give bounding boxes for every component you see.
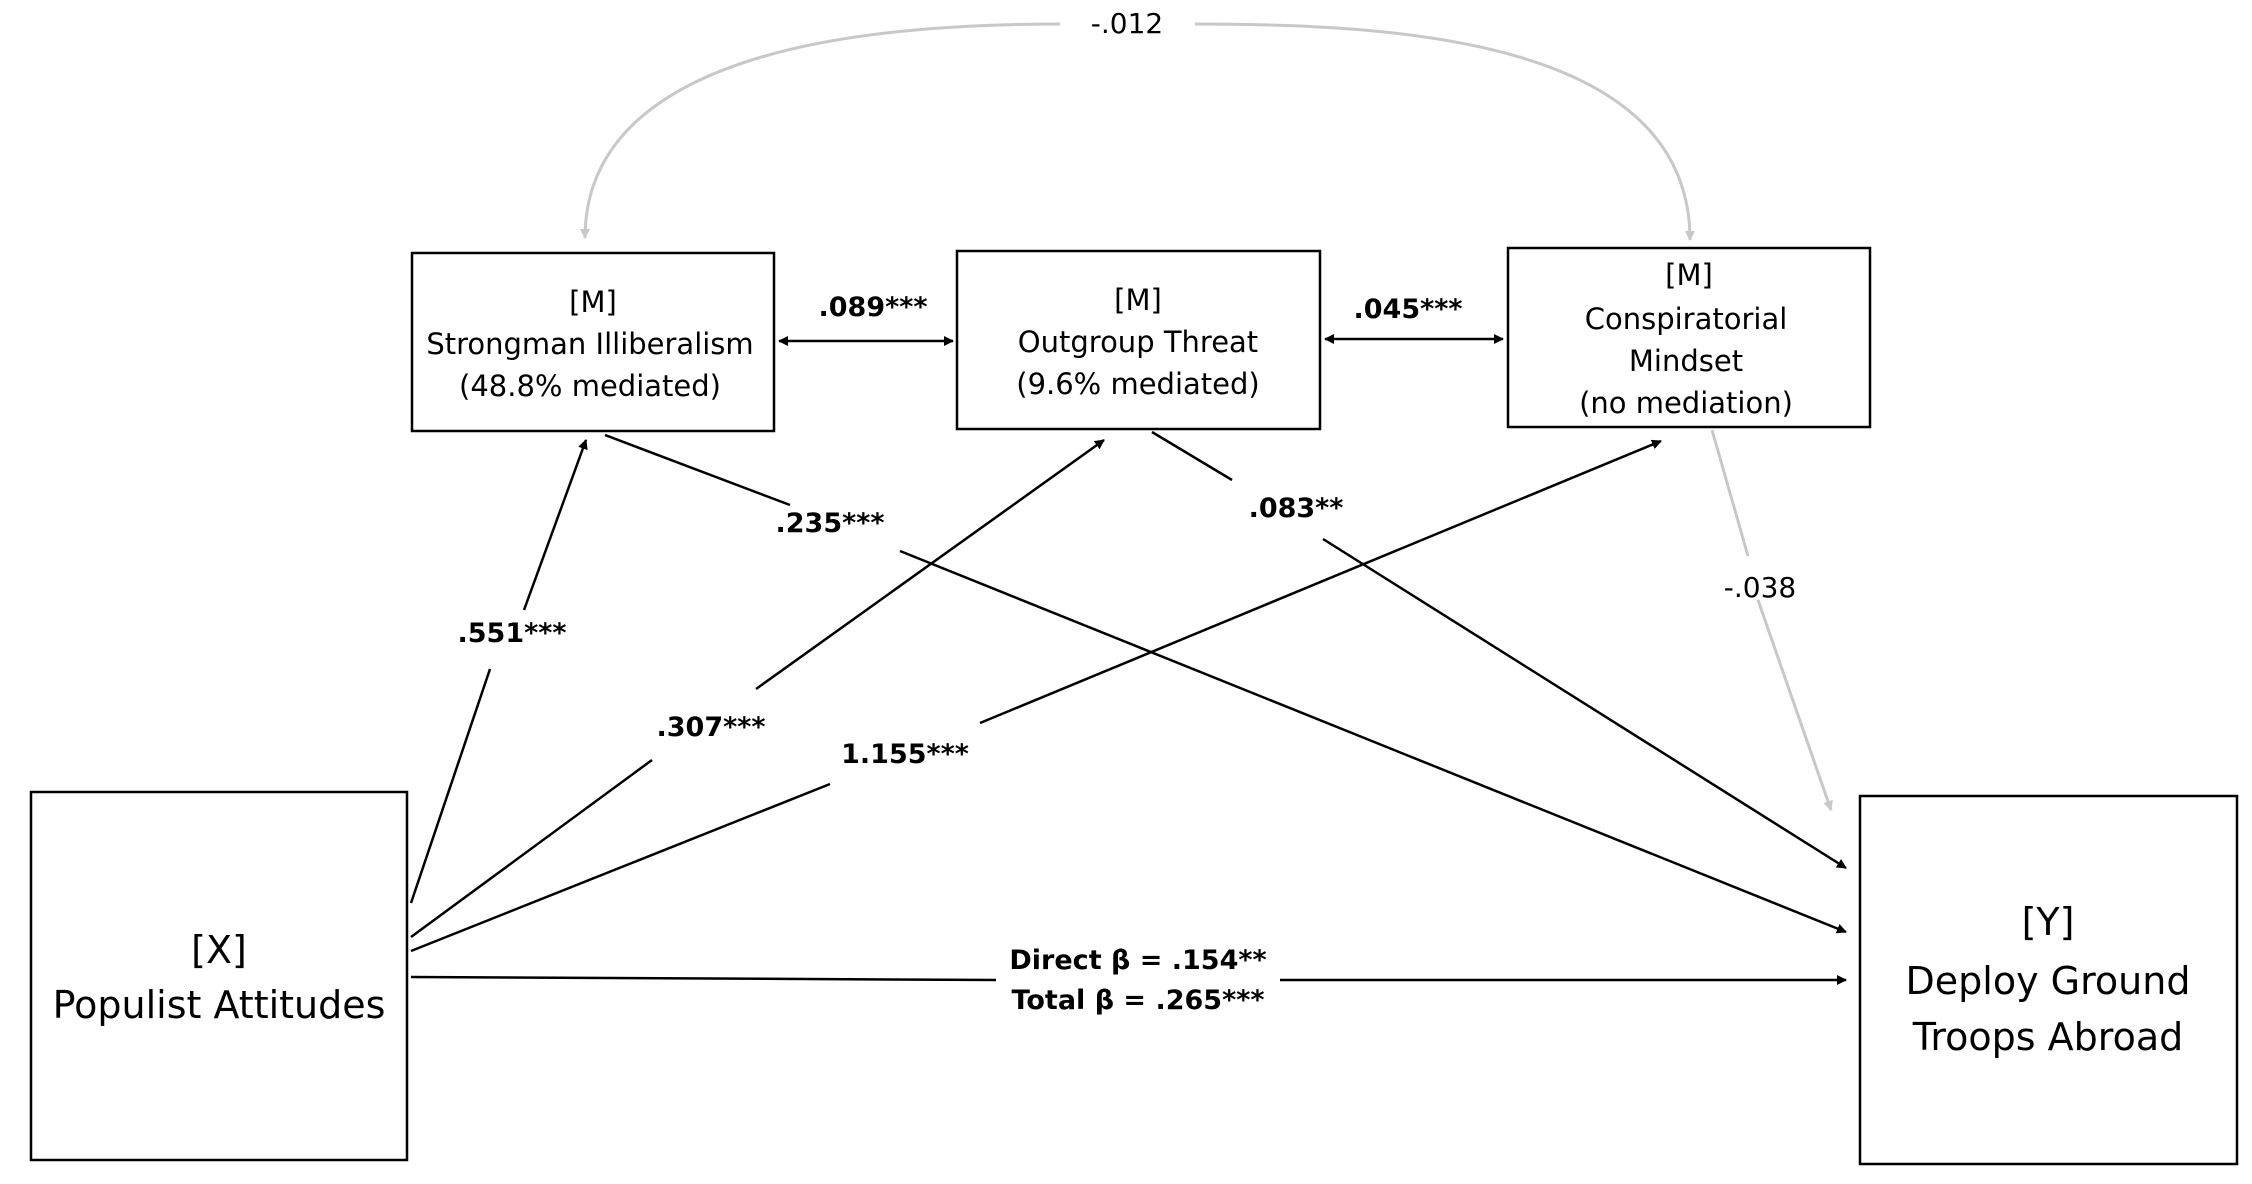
node-m3-label-line2: Mindset — [1629, 344, 1743, 378]
node-x-box — [29, 790, 409, 1162]
path-m1-m2-label: .089*** — [819, 292, 928, 323]
path-x-m3-line-top — [979, 439, 1662, 725]
path-x-m3-label: 1.155*** — [841, 739, 969, 770]
node-m3-note: (no mediation) — [1579, 386, 1793, 420]
node-m1-label: Strongman Illiberalism — [426, 327, 753, 361]
path-m1-y-label: .235*** — [776, 508, 885, 539]
path-x-y-total-label: Total β = .265*** — [1012, 985, 1265, 1016]
node-y-tag: [Y] — [2022, 900, 2075, 944]
path-m2-y-line-bottom — [1322, 537, 1847, 870]
path-m2-y-line-top — [1151, 430, 1233, 482]
path-m1-m3-label: -.012 — [1091, 7, 1163, 40]
path-m1-m3-curve-left — [580, 22, 1061, 239]
path-x-m2-line-top — [755, 438, 1105, 691]
node-m1-tag: [M] — [569, 285, 617, 319]
path-x-m1-line-bottom — [409, 668, 492, 904]
path-m2-y-label: .083** — [1249, 493, 1344, 524]
path-x-m1-label: .551*** — [458, 618, 567, 649]
node-m2-box — [955, 249, 1322, 431]
path-m2-m3-label: .045*** — [1354, 294, 1463, 325]
path-m1-y-line-bottom — [899, 549, 1847, 934]
node-m2-note: (9.6% mediated) — [1016, 367, 1259, 401]
node-y-box — [1858, 794, 2239, 1166]
path-m1-y-line-top — [604, 433, 791, 507]
node-m1-box — [410, 251, 776, 433]
path-x-y-direct-label: Direct β = .154** — [1009, 945, 1266, 976]
path-x-m2-line-bottom — [410, 758, 653, 939]
node-m3-tag: [M] — [1665, 258, 1713, 292]
path-m3-y-line-bottom — [1756, 599, 1833, 811]
node-m2-tag: [M] — [1114, 283, 1162, 317]
path-x-m3-line-bottom — [410, 782, 831, 953]
path-x-y-line-left — [410, 975, 997, 982]
path-x-m2-label: .307*** — [657, 712, 766, 743]
path-x-m1-line-top — [522, 439, 588, 611]
node-m3-label-line1: Conspiratorial — [1585, 302, 1788, 336]
node-m1-note: (48.8% mediated) — [459, 369, 721, 403]
node-y-label-line2: Troops Abroad — [1912, 1015, 2183, 1059]
node-x-tag: [X] — [191, 928, 247, 972]
path-m1-m3-curve-right — [1194, 22, 1695, 241]
node-y-label-line1: Deploy Ground — [1906, 959, 2191, 1003]
path-m3-y-line-top — [1710, 429, 1750, 557]
path-m3-y-label: -.038 — [1724, 571, 1796, 604]
node-x-label: Populist Attitudes — [53, 983, 386, 1027]
node-m2-label: Outgroup Threat — [1018, 325, 1258, 359]
node-m3-box — [1506, 246, 1872, 429]
